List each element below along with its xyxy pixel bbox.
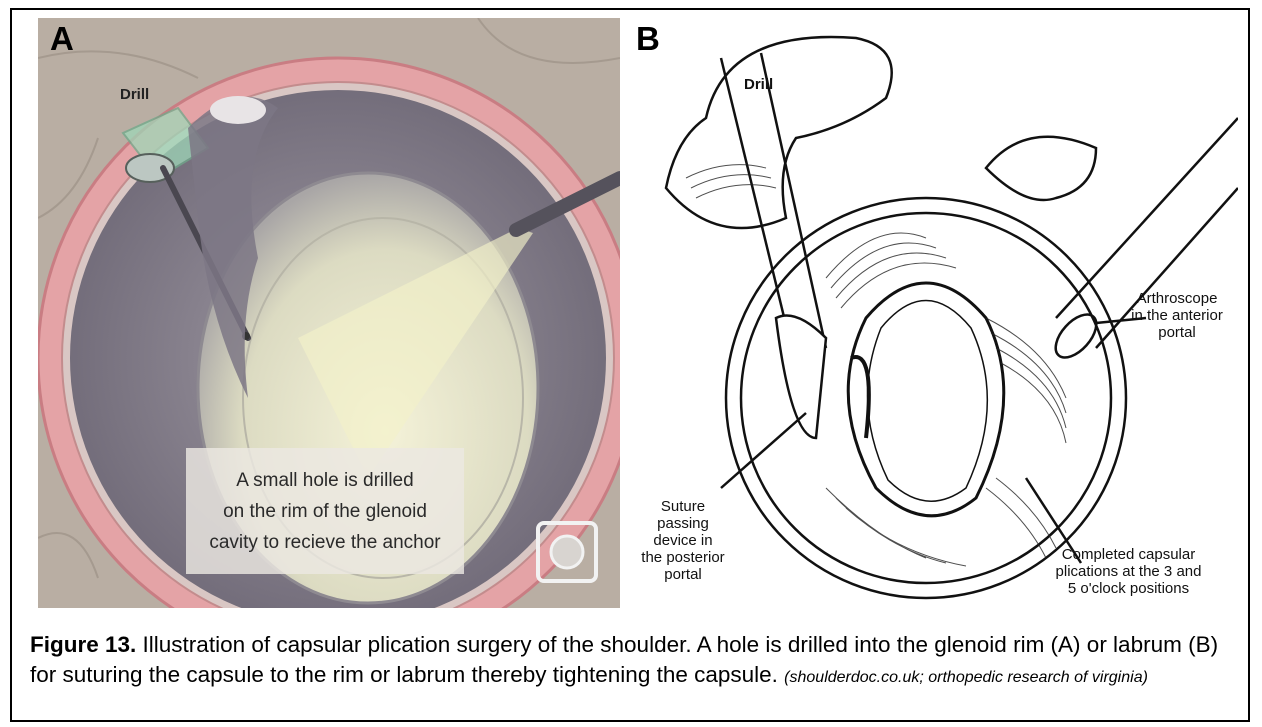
- figure-frame: A Drill A small hole is drilled on the r…: [10, 8, 1250, 722]
- suture-device-label: Suture passing device in the posterior p…: [638, 498, 728, 583]
- arthroscope-label-line: Arthroscope: [1112, 290, 1238, 307]
- panel-a-drill-label: Drill: [120, 86, 149, 103]
- caption-source: (shoulderdoc.co.uk; orthopedic research …: [784, 669, 1148, 686]
- figure-caption: Figure 13. Illustration of capsular plic…: [30, 630, 1230, 693]
- plication-label-line: Completed capsular: [1021, 546, 1236, 563]
- panel-b-drill-label: Drill: [744, 76, 773, 93]
- panel-a-note-line: cavity to recieve the anchor: [186, 527, 464, 558]
- suture-label-line: device in: [638, 532, 728, 549]
- suture-label-line: passing: [638, 515, 728, 532]
- figure-label: Figure 13.: [30, 632, 136, 657]
- plication-label: Completed capsular plications at the 3 a…: [1021, 546, 1236, 597]
- panel-a-note-box: A small hole is drilled on the rim of th…: [186, 448, 464, 574]
- arthroscope-label-line: in the anterior: [1112, 307, 1238, 324]
- suture-label-line: the posterior: [638, 549, 728, 566]
- panel-b-letter: B: [636, 20, 660, 58]
- panel-a-note-line: on the rim of the glenoid: [186, 496, 464, 527]
- plication-label-line: 5 o'clock positions: [1021, 580, 1236, 597]
- arthroscope-label-line: portal: [1112, 324, 1238, 341]
- suture-label-line: Suture: [638, 498, 728, 515]
- plication-label-line: plications at the 3 and: [1021, 563, 1236, 580]
- panel-b-illustration: B Drill Arthroscope in the anterior port…: [626, 18, 1238, 608]
- panel-a-illustration: A Drill A small hole is drilled on the r…: [38, 18, 620, 608]
- brand-logo-mark: [551, 536, 583, 568]
- panel-a-note: A small hole is drilled on the rim of th…: [186, 465, 464, 558]
- suture-label-line: portal: [638, 566, 728, 583]
- arthroscope-label: Arthroscope in the anterior portal: [1112, 290, 1238, 341]
- panel-a-letter: A: [50, 20, 74, 58]
- panel-a-note-line: A small hole is drilled: [186, 465, 464, 496]
